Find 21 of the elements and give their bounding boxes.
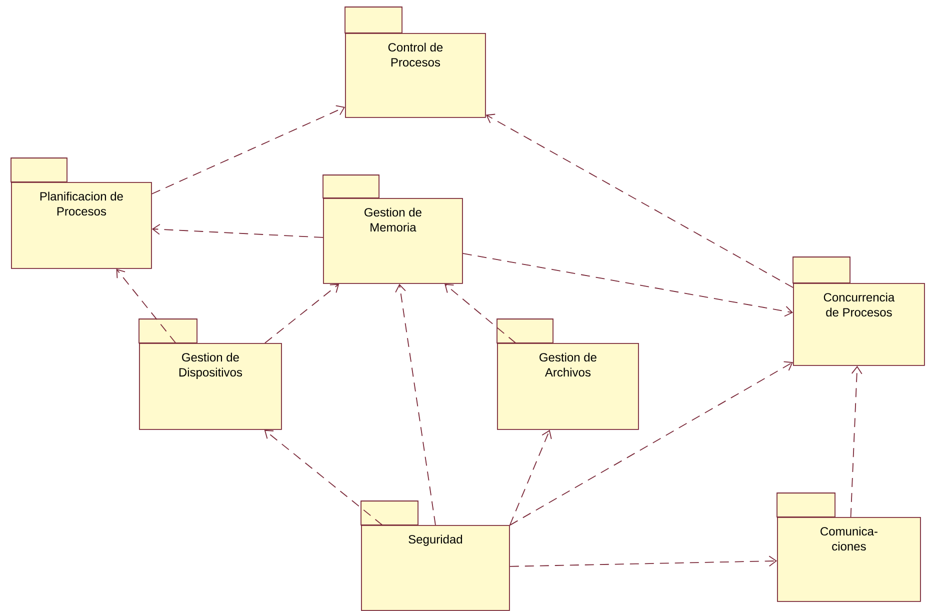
- dependency-arrow: [116, 268, 176, 344]
- package-box: Gestion de Archivos: [496, 318, 639, 430]
- dependency-arrow: [395, 284, 436, 526]
- dependency-arrow: [264, 430, 383, 526]
- package-box: Concurrencia de Procesos: [792, 256, 925, 366]
- dependency-arrow: [486, 114, 794, 288]
- dependency-arrow: [151, 105, 345, 194]
- package-box: Seguridad: [360, 500, 510, 611]
- dependency-arrow: [152, 224, 324, 238]
- package-box: Gestion de Dispositivos: [138, 318, 282, 430]
- package-box: Planificacion de Procesos: [10, 158, 152, 269]
- dependency-arrow: [462, 252, 794, 317]
- package-box: Gestion de Memoria: [322, 174, 463, 284]
- dependency-arrow: [850, 366, 862, 518]
- dependency-arrow: [509, 361, 794, 526]
- dependency-arrow: [509, 430, 552, 526]
- package-box: Control de Procesos: [344, 6, 486, 118]
- package-box: Comunica- ciones: [776, 492, 921, 602]
- dependency-arrow: [509, 556, 777, 567]
- dependency-arrow: [444, 284, 516, 344]
- dependency-arrow: [264, 284, 340, 344]
